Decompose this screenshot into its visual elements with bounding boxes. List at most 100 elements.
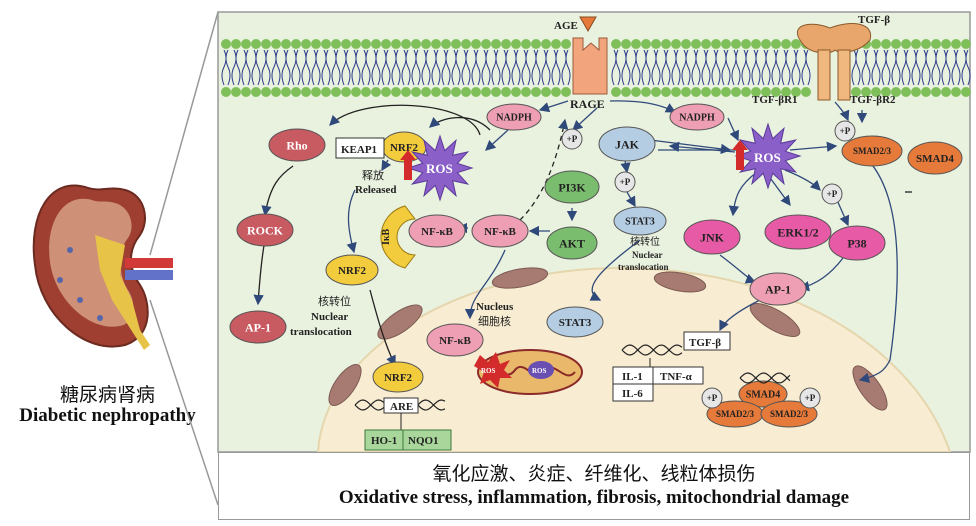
lipid-head <box>721 87 731 97</box>
lipid-head <box>881 39 891 49</box>
lipid-tail <box>461 49 471 86</box>
smad23-nucleus-a-label: SMAD2/3 <box>716 409 754 419</box>
lipid-tail <box>751 49 761 86</box>
lipid-tail <box>251 49 261 86</box>
lipid-head <box>451 39 461 49</box>
lipid-tail <box>421 49 431 86</box>
ap1-left-label: AP-1 <box>245 320 271 334</box>
nfkb-complex-node: NF-κB <box>408 214 466 248</box>
nrf2-nucleus-node: NRF2 <box>372 361 424 393</box>
lipid-head <box>421 39 431 49</box>
lipid-head <box>611 39 621 49</box>
lipid-head <box>961 39 971 49</box>
ap1-left-node: AP-1 <box>229 310 287 344</box>
lipid-head <box>681 39 691 49</box>
tnfa-box <box>652 366 704 385</box>
lipid-tail <box>431 49 441 86</box>
lipid-tail <box>451 49 461 86</box>
lipid-head <box>711 39 721 49</box>
lipid-head <box>401 87 411 97</box>
nfkb-nucleus-node: NF-κB <box>426 323 484 357</box>
lipid-tail <box>631 49 641 86</box>
pi3k-node: PI3K <box>544 170 600 204</box>
akt-label: AKT <box>559 236 585 250</box>
lipid-head <box>481 87 491 97</box>
cell-membrane <box>221 39 971 97</box>
rho-node: Rho <box>268 128 326 162</box>
kidney-caption-cn: 糖尿病肾病 <box>59 384 155 406</box>
released-en: Released <box>355 184 397 196</box>
lipid-head <box>641 87 651 97</box>
lipid-head <box>421 87 431 97</box>
lipid-head <box>461 87 471 97</box>
nfkb-nucleus-label: NF-κB <box>439 335 471 347</box>
lipid-head <box>521 39 531 49</box>
lipid-head <box>461 39 471 49</box>
mito-ros-b: ROS <box>532 367 547 375</box>
lipid-head <box>251 39 261 49</box>
lipid-tail <box>781 49 791 86</box>
lipid-tail <box>291 49 301 86</box>
lipid-tail <box>731 49 741 86</box>
lipid-tail <box>561 49 571 86</box>
smad23-nucleus-b-node: SMAD2/3 <box>760 400 818 428</box>
lipid-head <box>901 87 911 97</box>
lipid-head <box>351 87 361 97</box>
lipid-head <box>361 39 371 49</box>
lipid-head <box>561 87 571 97</box>
lipid-head <box>881 87 891 97</box>
lipid-tail <box>281 49 291 86</box>
lipid-head <box>521 87 531 97</box>
age-label: AGE <box>554 20 578 32</box>
lipid-head <box>761 87 771 97</box>
lipid-head <box>371 87 381 97</box>
lipid-head <box>541 87 551 97</box>
nfkb-free-label: NF-κB <box>484 226 516 238</box>
lipid-head <box>751 39 761 49</box>
lipid-head <box>611 87 621 97</box>
lipid-head <box>241 87 251 97</box>
lipid-head <box>341 39 351 49</box>
lipid-head <box>691 39 701 49</box>
lipid-head <box>471 87 481 97</box>
lipid-head <box>901 39 911 49</box>
lipid-head <box>951 87 961 97</box>
lipid-head <box>701 87 711 97</box>
lipid-head <box>501 87 511 97</box>
lipid-head <box>891 39 901 49</box>
lipid-head <box>731 87 741 97</box>
smad4-nucleus-label: SMAD4 <box>746 390 780 401</box>
lipid-tail <box>241 49 251 86</box>
lipid-head <box>941 87 951 97</box>
lipid-head <box>851 87 861 97</box>
keap1-box <box>335 137 385 159</box>
lipid-head <box>441 87 451 97</box>
lipid-head <box>441 39 451 49</box>
lipid-head <box>221 87 231 97</box>
nadph-left-label: NADPH <box>496 113 532 124</box>
lipid-head <box>341 87 351 97</box>
lipid-head <box>561 39 571 49</box>
il1-label: IL-1 <box>622 371 643 383</box>
lipid-head <box>631 87 641 97</box>
lipid-tail <box>221 49 231 86</box>
rock-node: ROCK <box>236 213 294 247</box>
lipid-head <box>401 39 411 49</box>
lipid-head <box>781 39 791 49</box>
p-smad-badge: +P <box>834 120 856 142</box>
lipid-tail <box>411 49 421 86</box>
renal-vein <box>125 270 173 280</box>
lipid-tail <box>541 49 551 86</box>
p-nucleus-b-badge: +P <box>799 387 821 409</box>
lipid-tail <box>911 49 921 86</box>
lipid-tail <box>771 49 781 86</box>
lipid-head <box>701 39 711 49</box>
erk-node: ERK1/2 <box>764 214 832 250</box>
lipid-tail <box>511 49 521 86</box>
lipid-tail <box>651 49 661 86</box>
lipid-tail <box>271 49 281 86</box>
lipid-head <box>321 87 331 97</box>
lipid-head <box>241 39 251 49</box>
ikb-shape <box>380 205 417 269</box>
lipid-head <box>321 39 331 49</box>
